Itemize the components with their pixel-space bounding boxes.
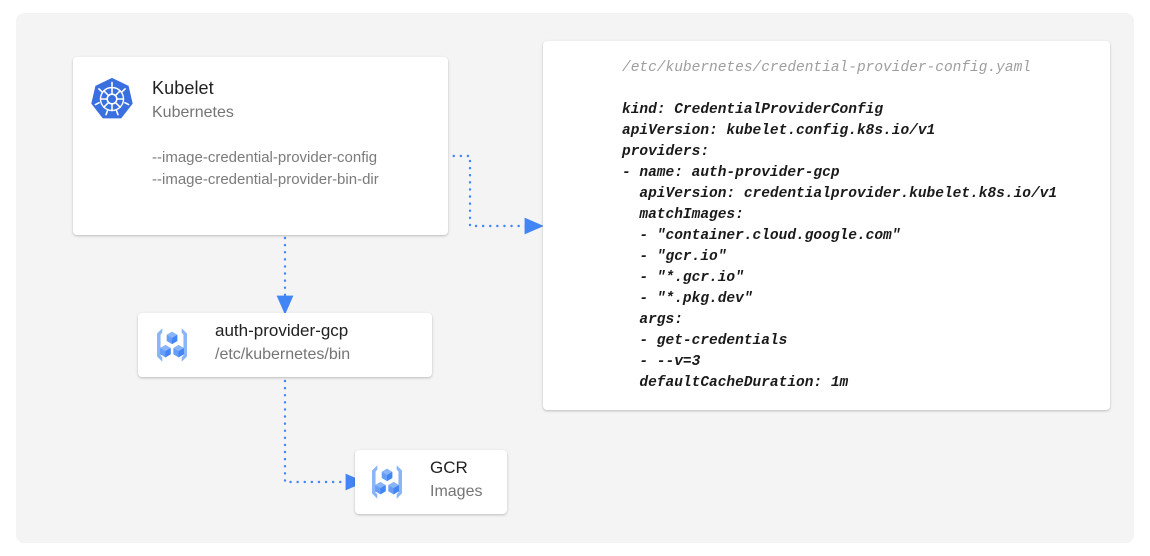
code-line: args: <box>622 312 683 328</box>
gcr-title: GCR <box>430 458 468 477</box>
kubelet-flag-config: --image-credential-provider-config <box>152 149 378 166</box>
container-registry-icon <box>157 328 187 362</box>
kubernetes-logo-icon <box>91 77 133 119</box>
auth-provider-title: auth-provider-gcp <box>215 321 349 340</box>
code-line: - get-credentials <box>622 333 788 349</box>
code-line: matchImages: <box>622 207 744 223</box>
code-line: - "gcr.io" <box>622 249 727 265</box>
kubelet-title: Kubelet <box>152 78 214 98</box>
config-file-path: /etc/kubernetes/credential-provider-conf… <box>622 60 1031 76</box>
auth-provider-subtitle: /etc/kubernetes/bin <box>215 346 351 363</box>
code-line: - "*.pkg.dev" <box>622 291 753 307</box>
code-line: apiVersion: credentialprovider.kubelet.k… <box>622 186 1058 202</box>
container-registry-icon <box>372 465 402 499</box>
code-line: providers: <box>622 144 710 160</box>
code-line: - "container.cloud.google.com" <box>622 228 901 244</box>
auth-provider-gcp-card[interactable]: auth-provider-gcp /etc/kubernetes/bin <box>138 313 432 377</box>
code-line: - --v=3 <box>622 354 701 370</box>
code-line: kind: CredentialProviderConfig <box>622 102 884 118</box>
credential-provider-config-card[interactable]: /etc/kubernetes/credential-provider-conf… <box>543 41 1110 410</box>
gcr-card[interactable]: GCR Images <box>355 450 507 514</box>
kubelet-card[interactable]: Kubelet Kubernetes --image-credential-pr… <box>73 57 448 235</box>
kubelet-subtitle: Kubernetes <box>152 104 234 121</box>
code-line: - name: auth-provider-gcp <box>622 165 840 181</box>
code-line: - "*.gcr.io" <box>622 270 744 286</box>
code-spacer <box>622 79 1100 100</box>
kubelet-flag-bin-dir: --image-credential-provider-bin-dir <box>152 171 379 188</box>
code-line: apiVersion: kubelet.config.k8s.io/v1 <box>622 123 936 139</box>
code-line: defaultCacheDuration: 1m <box>622 375 849 391</box>
gcr-subtitle: Images <box>430 483 483 500</box>
